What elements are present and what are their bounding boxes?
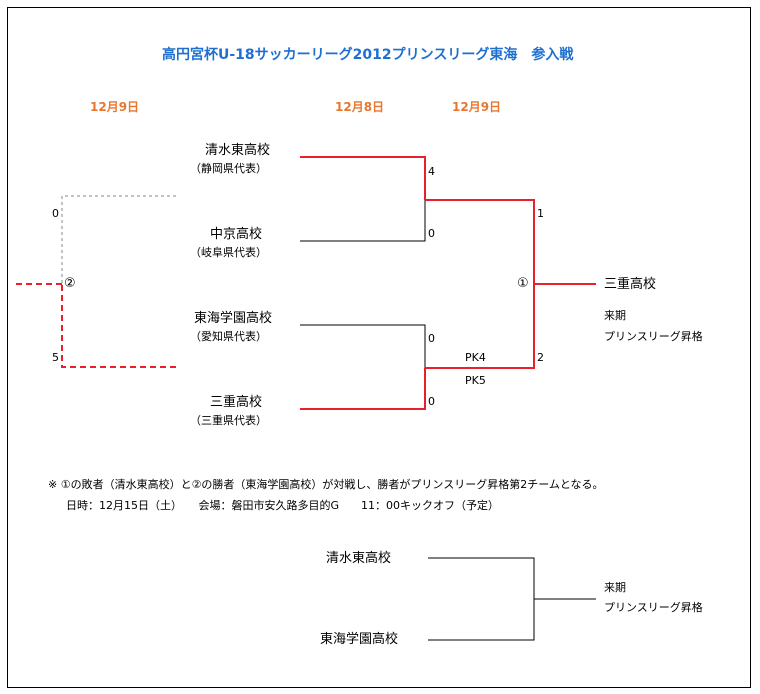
date-right: 12月9日 [452,100,502,114]
date-left: 12月9日 [90,100,140,114]
score-semi2-bottom: 0 [428,395,435,408]
playoff-bottom-team: 東海学園高校 [320,632,399,647]
note-line-2: 日時：12月15日（土） 会場：磐田市安久路多目的G 11：00キックオフ（予定… [66,499,500,512]
team-4-name: 三重高校 [210,395,263,410]
line-semi2-final [425,284,535,369]
date-mid: 12月8日 [335,100,385,114]
diagram-title: 高円宮杯U-18サッカーリーグ2012プリンスリーグ東海 参入戦 [162,47,574,63]
pk-bottom: PK5 [465,374,486,387]
line-semi1-final [425,199,535,284]
winner-name: 三重高校 [604,277,657,292]
score-semi1-top: 4 [428,165,435,178]
line-playoff-bottom [428,599,535,641]
diagram-frame [7,7,751,688]
team-3-rep: （愛知県代表） [190,330,267,343]
team-4-rep: （三重県代表） [190,414,267,427]
score-final-bottom: 2 [537,351,544,364]
line-left-bottom [61,284,176,368]
line-team4 [300,368,426,410]
note-line-1: ※ ①の敗者（清水東高校）と②の勝者（東海学園高校）が対戦し、勝者がプリンスリー… [48,478,604,491]
playoff-line2: プリンスリーグ昇格 [604,601,703,614]
team-2-rep: （岐阜県代表） [190,246,267,259]
team-3-name: 東海学園高校 [194,311,273,326]
playoff-top-team: 清水東高校 [326,551,392,566]
score-semi2-top: 0 [428,332,435,345]
pk-top: PK4 [465,351,486,364]
score-left-bottom: 5 [52,351,59,364]
score-semi1-bottom: 0 [428,227,435,240]
score-final-top: 1 [537,207,544,220]
marker-match-2: ② [64,276,76,291]
line-team2 [300,200,426,242]
score-left-top: 0 [52,207,59,220]
winner-line2: プリンスリーグ昇格 [604,330,703,343]
team-2-name: 中京高校 [210,227,263,242]
line-left-top [61,195,176,284]
line-playoff-top [428,557,535,599]
playoff-line1: 来期 [604,581,626,594]
line-team3 [300,324,426,368]
team-1-name: 清水東高校 [205,143,271,158]
team-1-rep: （静岡県代表） [190,162,267,175]
line-team1 [300,156,426,200]
marker-match-1: ① [517,276,529,291]
winner-line1: 来期 [604,309,626,322]
